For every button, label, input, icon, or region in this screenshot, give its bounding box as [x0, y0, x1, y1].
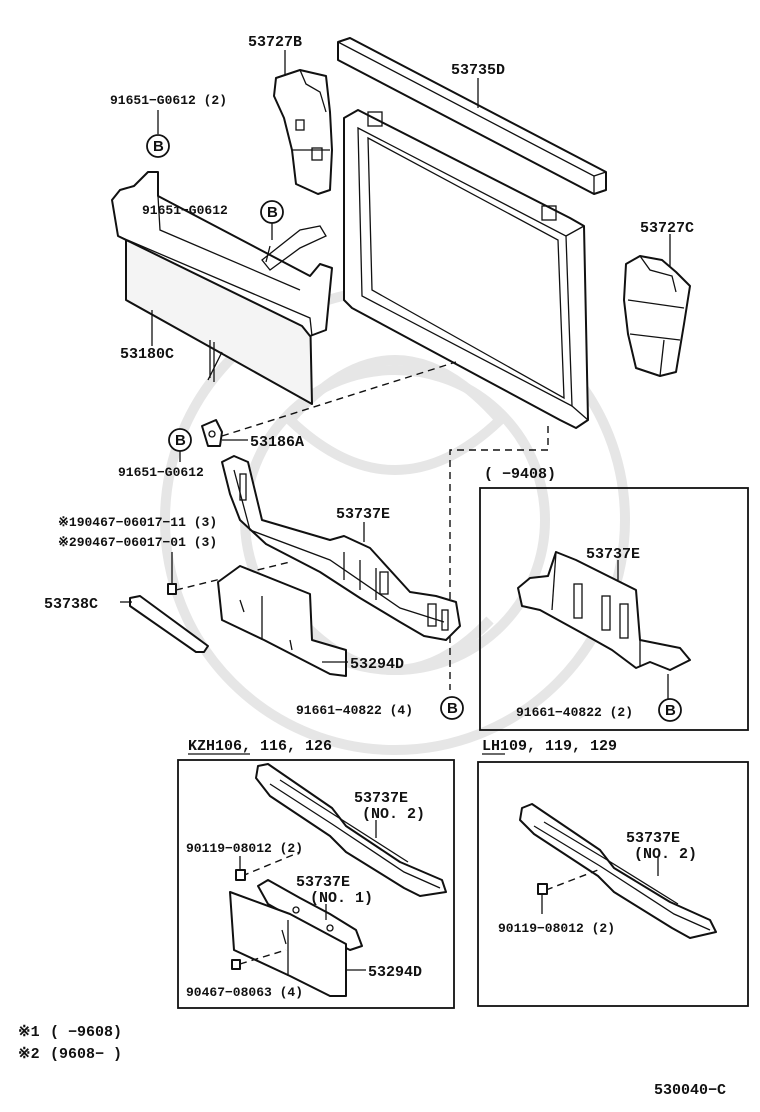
- inset-top-bolt-label: 91661−40822 (2): [516, 705, 633, 720]
- dash-line-53186a: [221, 361, 457, 437]
- dash-line-screw: [175, 561, 291, 591]
- inset-lh-no2-label: 53737E: [626, 830, 680, 847]
- inset-lh-bolt-icon: [537, 883, 548, 895]
- inset-top-part-label: 53737E: [586, 546, 640, 563]
- inset-kzh-bolt-icon: [235, 869, 246, 881]
- inset-kzh-title: KZH106, 116, 126: [188, 738, 332, 755]
- part-radiator[interactable]: [343, 109, 589, 429]
- inset-kzh-no1-sub: (NO. 1): [310, 890, 373, 907]
- label-bolt-g0612-2: 91651−G0612 (2): [110, 93, 227, 108]
- part-53727c-seal[interactable]: [623, 255, 691, 377]
- inset-lh-deflector-no2[interactable]: [519, 803, 717, 939]
- footnote-1-mark: ※1: [18, 1024, 40, 1041]
- footnote-2-text: (9608− ): [50, 1046, 122, 1063]
- diagram-code: 530040−C: [654, 1082, 726, 1099]
- label-53186a: 53186A: [250, 434, 304, 451]
- label-bolt-g0612: 91651−G0612: [142, 203, 228, 218]
- inset-kzh-screw-icon: [231, 959, 241, 970]
- inset-kzh-screw-label: 90467−08063 (4): [186, 985, 303, 1000]
- part-53737e-deflector[interactable]: [221, 455, 461, 641]
- inset-top-box: [479, 487, 749, 731]
- inset-kzh-no2-sub: (NO. 2): [362, 806, 425, 823]
- label-53738c: 53738C: [44, 596, 98, 613]
- label-53727b: 53727B: [248, 34, 302, 51]
- inset-kzh-bolt-label: 90119−08012 (2): [186, 841, 303, 856]
- part-53180c-shroud[interactable]: [111, 171, 333, 405]
- part-53727b-seal[interactable]: [273, 69, 333, 195]
- inset-kzh-panel[interactable]: [229, 891, 347, 997]
- part-53294d-panel[interactable]: [217, 565, 347, 677]
- inset-kzh-no1-label: 53737E: [296, 874, 350, 891]
- label-screw-1: ※190467−06017−11 (3): [58, 515, 217, 530]
- inset-kzh-deflector-no2[interactable]: [255, 763, 447, 897]
- dash-lh-bolt: [545, 869, 599, 891]
- label-53735d: 53735D: [451, 62, 505, 79]
- dash-kzh-bolt: [241, 851, 301, 877]
- inset-lh-bolt-label: 90119−08012 (2): [498, 921, 615, 936]
- inset-kzh-panel-label: 53294D: [368, 964, 422, 981]
- ref-circle-b-5-label: B: [665, 702, 676, 719]
- inset-lh-title: LH109, 119, 129: [482, 738, 617, 755]
- label-53727c: 53727C: [640, 220, 694, 237]
- ref-circle-b: [146, 134, 170, 158]
- inset-top-deflector[interactable]: [517, 551, 691, 671]
- part-53735d-bar[interactable]: [337, 37, 607, 195]
- ref-circle-b-label: B: [153, 138, 164, 155]
- inset-lh-no2-sub: (NO. 2): [634, 846, 697, 863]
- label-53294d: 53294D: [350, 656, 404, 673]
- part-53738c-strip[interactable]: [129, 595, 209, 653]
- part-53186a-bracket[interactable]: [201, 419, 223, 447]
- footnote-2-mark: ※2: [18, 1046, 40, 1063]
- ref-circle-b-4-label: B: [447, 700, 458, 717]
- ref-circle-b-5: [658, 698, 682, 722]
- dash-kzh-screw: [239, 949, 287, 965]
- screw-icon: [167, 583, 177, 595]
- ref-circle-b-4: [440, 696, 464, 720]
- label-53180c: 53180C: [120, 346, 174, 363]
- label-53737e: 53737E: [336, 506, 390, 523]
- inset-kzh-no2-label: 53737E: [354, 790, 408, 807]
- ref-circle-b-2-label: B: [267, 204, 278, 221]
- label-bolt-40822-4: 91661−40822 (4): [296, 703, 413, 718]
- inset-lh-box: [477, 761, 749, 1007]
- inset-kzh-box: [177, 759, 455, 1009]
- dash-line-radiator-guide: [449, 426, 549, 600]
- ref-circle-b-3-label: B: [175, 432, 186, 449]
- inset-top-title: ( −9408): [484, 466, 556, 483]
- footnote-1-text: ( −9608): [50, 1024, 122, 1041]
- label-screw-2: ※290467−06017−01 (3): [58, 535, 217, 550]
- label-bolt-g0612-b: 91651−G0612: [118, 465, 204, 480]
